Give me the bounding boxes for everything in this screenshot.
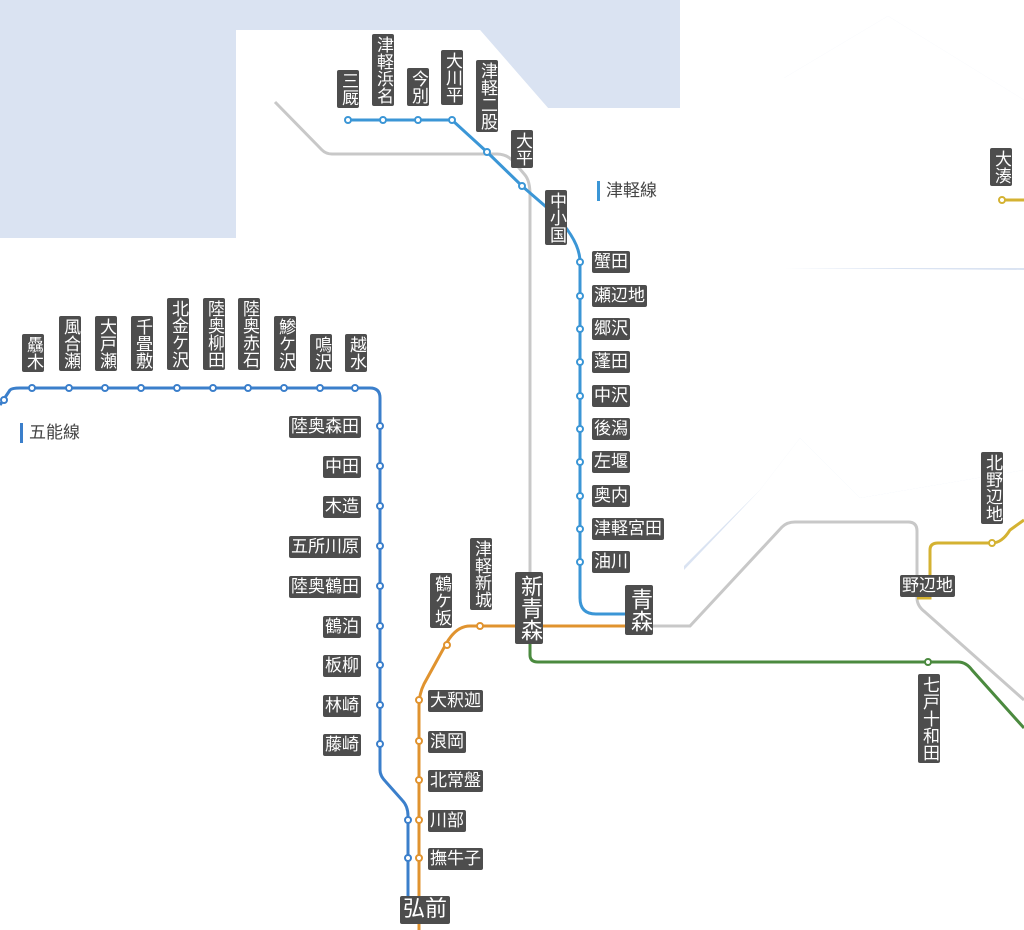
station-label-tsurudomari: 鶴泊 bbox=[323, 616, 361, 638]
tsugaru-line-name: 津軽線 bbox=[597, 181, 657, 201]
station-label-minmaya: 三厩 bbox=[337, 70, 359, 108]
station-label-kanita: 蟹田 bbox=[592, 251, 630, 273]
station-label-narusawa: 鳴沢 bbox=[310, 334, 332, 372]
other-rail-lines bbox=[273, 100, 1024, 702]
station-label-aomori: 青森 bbox=[625, 585, 653, 635]
station-label-minato: 大湊 bbox=[990, 148, 1012, 186]
station-label-okawadaira: 大川平 bbox=[441, 50, 463, 105]
station-label-goshogawara: 五所川原 bbox=[289, 536, 361, 558]
station-label-odose: 大戸瀬 bbox=[95, 316, 117, 371]
station-label-aburakawa: 油川 bbox=[592, 551, 630, 573]
station-label-kita-noheji: 北野辺地 bbox=[981, 452, 1003, 524]
station-label-hirosaki: 弘前 bbox=[400, 896, 451, 924]
station-label-mutsu-morita: 陸奥森田 bbox=[289, 416, 361, 438]
station-label-nakaoguni: 中小国 bbox=[545, 190, 567, 245]
station-label-kazeai: 風合瀬 bbox=[59, 316, 81, 371]
station-label-daishakuji: 大釈迦 bbox=[428, 690, 483, 712]
station-label-tsurugasaka: 鶴ケ坂 bbox=[430, 573, 452, 628]
gono-line-name: 五能線 bbox=[20, 423, 80, 443]
station-label-mutsu-yanagita: 陸奥柳田 bbox=[203, 298, 225, 370]
station-label-sakai: 左堰 bbox=[592, 451, 630, 473]
station-label-kawabe: 川部 bbox=[428, 810, 466, 832]
station-dots bbox=[0, 116, 1006, 862]
station-label-henashi: 驫木 bbox=[22, 334, 44, 372]
station-label-koshimizu: 越水 bbox=[345, 334, 367, 372]
station-label-gosawa: 郷沢 bbox=[592, 318, 630, 340]
station-label-fujisaki: 藤崎 bbox=[323, 734, 361, 756]
station-label-nakata: 中田 bbox=[323, 456, 361, 478]
shinkansen-line bbox=[528, 626, 1024, 730]
station-label-tsugaru-hamana: 津軽浜名 bbox=[372, 34, 394, 106]
station-label-hayashizaki: 林崎 bbox=[323, 695, 361, 717]
station-label-namioka: 浪岡 bbox=[428, 731, 466, 753]
station-label-odai: 大平 bbox=[511, 130, 533, 168]
station-label-senjojiki: 千畳敷 bbox=[131, 316, 153, 371]
station-label-mutsu-tsuruda: 陸奥鶴田 bbox=[289, 576, 361, 598]
station-label-ajigasawa: 鯵ケ沢 bbox=[274, 316, 296, 371]
land-area bbox=[0, 16, 1024, 930]
station-label-nadeushi: 撫牛子 bbox=[428, 848, 483, 870]
station-label-okunai: 奥内 bbox=[592, 485, 630, 507]
station-label-kita-tokiwa: 北常盤 bbox=[428, 770, 483, 792]
station-label-shin-aomori: 新青森 bbox=[515, 572, 543, 644]
station-label-mutsu-akaishi: 陸奥赤石 bbox=[238, 298, 260, 370]
station-label-itayanagi: 板柳 bbox=[323, 655, 361, 677]
station-label-yomogita: 蓬田 bbox=[592, 351, 630, 373]
station-label-kita-kanegasawa: 北金ケ沢 bbox=[167, 298, 189, 370]
station-label-tsugaru-miyata: 津軽宮田 bbox=[592, 518, 664, 540]
station-label-shichinohe-towada: 七戸十和田 bbox=[918, 674, 940, 763]
station-label-noheji: 野辺地 bbox=[900, 575, 955, 597]
station-label-tsugaru-futamata: 津軽二股 bbox=[476, 60, 498, 132]
station-label-tsugaru-shinjo: 津軽新城 bbox=[470, 538, 492, 610]
station-label-seheji: 瀬辺地 bbox=[592, 285, 647, 307]
station-label-kizukuri: 木造 bbox=[323, 496, 361, 518]
station-label-ushirogata: 後潟 bbox=[592, 418, 630, 440]
station-label-imabetsu: 今別 bbox=[407, 68, 429, 106]
station-label-nakazawa: 中沢 bbox=[592, 385, 630, 407]
